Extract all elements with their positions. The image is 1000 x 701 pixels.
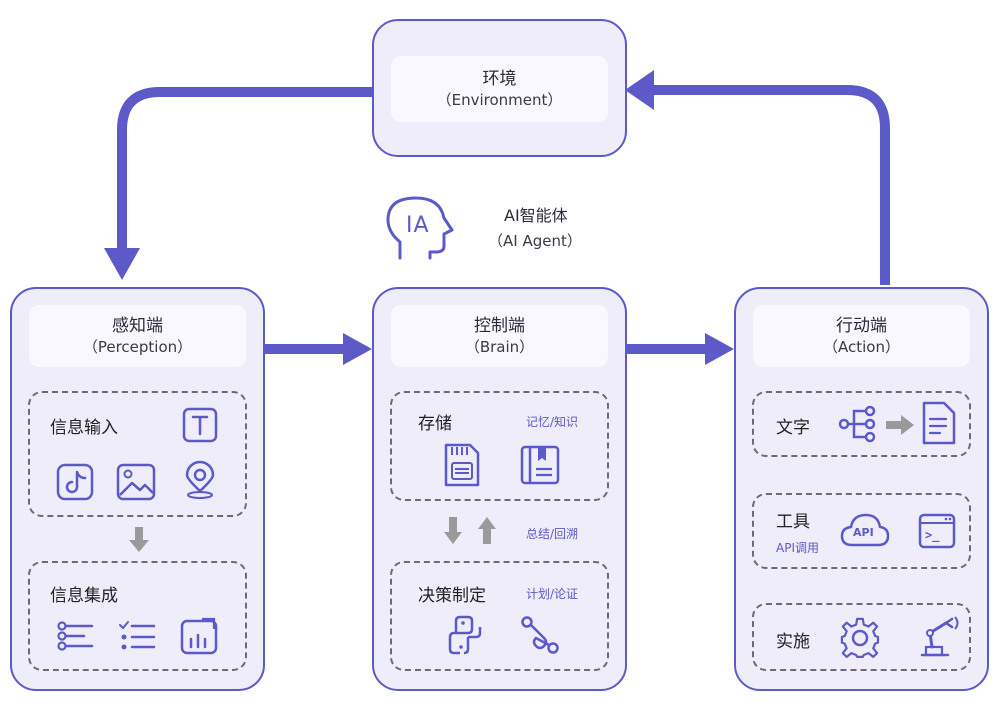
ai-head-text: IA — [406, 213, 430, 238]
storage-label: 存储 — [418, 414, 452, 434]
text-icon — [182, 407, 218, 443]
embodied-label: 实施 — [776, 632, 810, 652]
ai-head-icon — [386, 196, 454, 260]
action-title-box: 行动端 （Action） — [753, 305, 970, 367]
storage-box — [390, 391, 609, 501]
embodied-box — [752, 603, 971, 671]
chart-report-icon — [180, 617, 218, 655]
decision-box — [390, 561, 609, 671]
brain-title: 控制端 — [474, 316, 525, 336]
text-output-box — [752, 391, 971, 457]
cloud-api-icon — [840, 513, 890, 547]
tools-note: API调用 — [776, 541, 819, 555]
right-arrow-icon — [886, 415, 914, 435]
brain-subtitle: （Brain） — [464, 338, 535, 356]
perception-title-box: 感知端 （Perception） — [29, 305, 246, 367]
down-up-arrows-icon — [444, 517, 496, 544]
robot-arm-icon — [920, 616, 959, 657]
checklist-icon — [119, 621, 156, 650]
route-icon — [521, 616, 559, 654]
environment-subtitle: （Environment） — [436, 91, 563, 109]
info-integration-box — [28, 561, 247, 671]
info-input-box — [28, 391, 247, 517]
api-text: API — [853, 526, 874, 539]
tools-label: 工具 — [776, 512, 810, 532]
tools-box — [752, 493, 971, 569]
info-integration-label: 信息集成 — [50, 586, 118, 606]
environment-card: 环境 （Environment） — [372, 19, 627, 157]
document-icon — [922, 401, 956, 445]
action-title: 行动端 — [836, 316, 887, 336]
environment-title-box: 环境 （Environment） — [391, 56, 608, 122]
action-to-env-arrow — [650, 85, 890, 285]
node-share-icon — [838, 405, 876, 443]
tiktok-icon — [56, 463, 94, 501]
sd-card-icon — [444, 443, 480, 487]
python-icon — [448, 615, 482, 655]
filter-list-icon — [57, 621, 94, 651]
summary-note: 总结/回溯 — [526, 527, 579, 541]
info-input-label: 信息输入 — [50, 418, 118, 438]
storage-note: 记忆/知识 — [526, 415, 579, 429]
terminal-icon — [918, 513, 956, 549]
perception-card: 感知端 （Perception） 信息输入 信息集成 — [10, 287, 265, 691]
action-card: 行动端 （Action） 文字 工具 API调用 API >_ 实施 — [734, 287, 989, 691]
down-arrow-icon — [129, 527, 149, 552]
action-subtitle: （Action） — [823, 338, 900, 356]
env-to-perception-arrow — [117, 87, 372, 248]
image-icon — [116, 463, 156, 501]
brain-card: 控制端 （Brain） 存储 记忆/知识 总结/回溯 决策制定 计划/论证 — [372, 287, 627, 691]
text-output-label: 文字 — [776, 418, 810, 438]
location-icon — [185, 460, 215, 499]
brain-title-box: 控制端 （Brain） — [391, 305, 608, 367]
agent-subtitle: （AI Agent） — [488, 232, 582, 250]
decision-label: 决策制定 — [418, 586, 486, 606]
perception-subtitle: （Perception） — [82, 338, 193, 356]
environment-title: 环境 — [482, 69, 517, 89]
agent-title: AI智能体 — [504, 206, 568, 225]
perception-title: 感知端 — [112, 316, 163, 336]
decision-note: 计划/论证 — [526, 587, 579, 601]
terminal-text: >_ — [925, 528, 940, 542]
gear-icon — [840, 617, 880, 658]
book-icon — [520, 445, 560, 485]
